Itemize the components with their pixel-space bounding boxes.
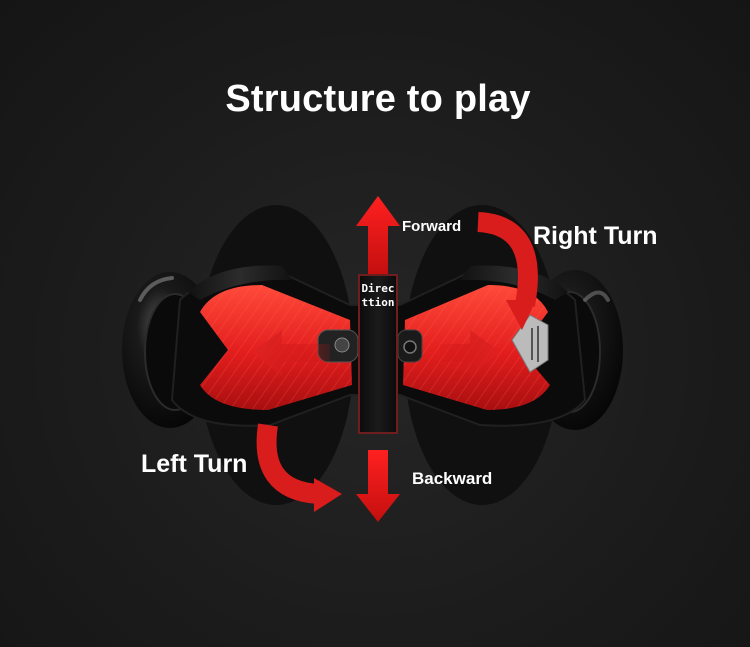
backward-arrow-icon xyxy=(356,450,400,522)
direction-label-box: Directtion xyxy=(358,274,398,434)
lean-right-arrow-icon xyxy=(440,330,500,376)
direction-label: Directtion xyxy=(361,282,395,309)
right-turn-arrow-icon xyxy=(477,212,538,330)
left-turn-arrow-icon xyxy=(256,423,342,512)
forward-arrow-icon xyxy=(356,196,400,275)
left-turn-label: Left Turn xyxy=(141,450,248,478)
page-title: Structure to play xyxy=(225,78,531,120)
lean-left-arrow-icon xyxy=(252,330,330,376)
right-turn-label: Right Turn xyxy=(533,222,658,250)
backward-label: Backward xyxy=(412,469,493,488)
forward-label: Forward xyxy=(402,218,462,235)
